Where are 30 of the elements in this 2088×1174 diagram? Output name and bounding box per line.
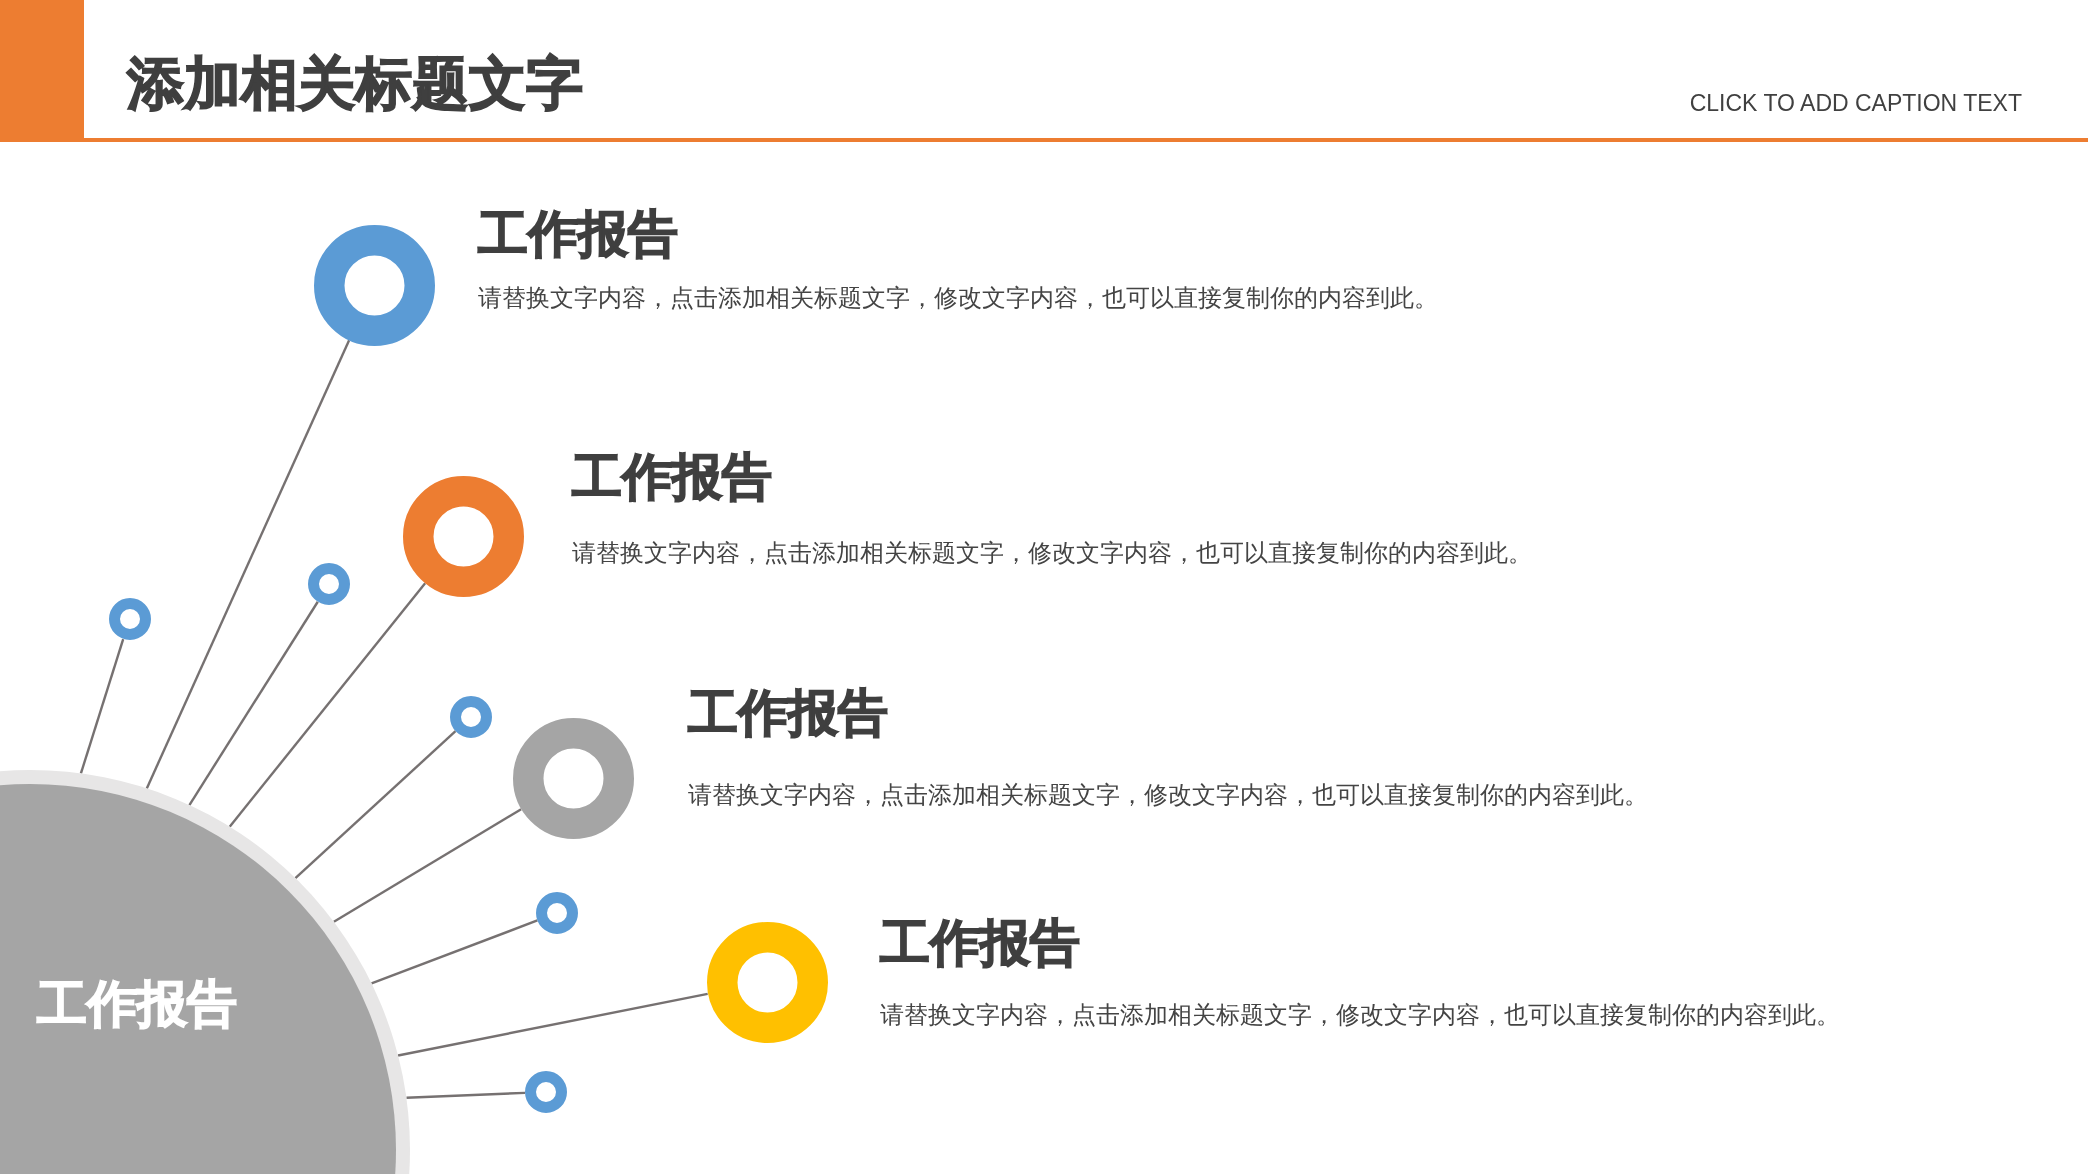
- hub-semicircle: [0, 770, 412, 1174]
- ring-icon: [108, 598, 151, 640]
- connector-line: [406, 1091, 526, 1099]
- ring-icon: [308, 563, 350, 605]
- item-heading: 工作报告: [688, 683, 888, 743]
- connector-line: [371, 919, 538, 985]
- item-description: 请替换文字内容，点击添加相关标题文字，修改文字内容，也可以直接复制你的内容到此。: [880, 1000, 1840, 1031]
- slide-title: 添加相关标题文字: [127, 49, 583, 117]
- hub-label: 工作报告: [37, 974, 237, 1034]
- item-description: 请替换文字内容，点击添加相关标题文字，修改文字内容，也可以直接复制你的内容到此。: [478, 283, 1438, 314]
- connector-line: [397, 992, 708, 1057]
- item-heading: 工作报告: [478, 204, 678, 264]
- connector-line: [228, 582, 427, 828]
- ring-icon: [536, 892, 578, 934]
- item-heading: 工作报告: [880, 913, 1080, 973]
- ring-marker: [402, 475, 524, 597]
- connector-line: [79, 638, 125, 774]
- ring-marker: [706, 921, 828, 1043]
- connector-line: [294, 730, 457, 879]
- connector-line: [333, 808, 522, 923]
- caption-text: CLICK TO ADD CAPTION TEXT: [1689, 89, 2022, 117]
- item-description: 请替换文字内容，点击添加相关标题文字，修改文字内容，也可以直接复制你的内容到此。: [572, 538, 1532, 569]
- ring-icon: [450, 696, 492, 738]
- ring-marker: [313, 224, 435, 346]
- item-heading: 工作报告: [572, 447, 772, 507]
- item-description: 请替换文字内容，点击添加相关标题文字，修改文字内容，也可以直接复制你的内容到此。: [688, 780, 1648, 811]
- ring-marker: [512, 717, 634, 839]
- ring-icon: [525, 1071, 567, 1113]
- connector-line: [145, 339, 351, 789]
- connector-line: [188, 601, 319, 806]
